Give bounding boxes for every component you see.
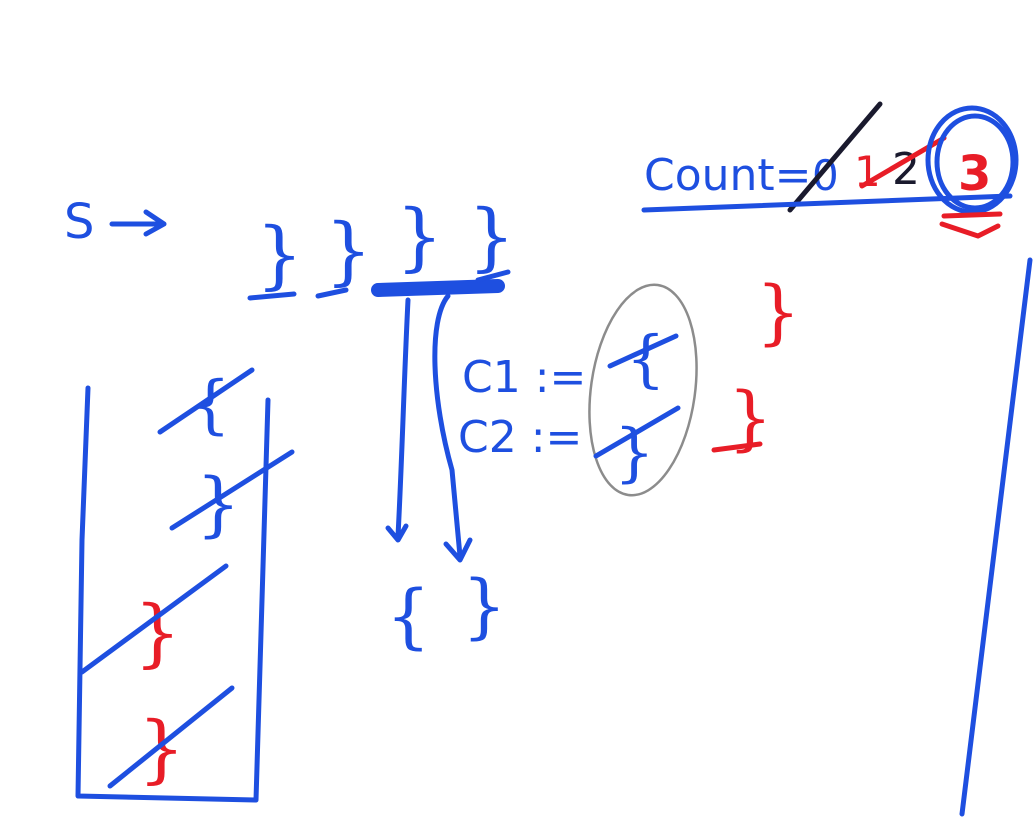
count-value-1: 1 xyxy=(854,147,881,196)
output-brace-left: { xyxy=(386,575,431,657)
input-brace-4: } xyxy=(468,194,515,280)
input-brace-2: } xyxy=(325,208,372,294)
count-final-underline xyxy=(939,211,1003,239)
split-arrows: { } xyxy=(385,293,507,657)
stack-item-2: } xyxy=(196,463,241,545)
c1-red-value: } xyxy=(756,271,801,353)
input-brace-3: } xyxy=(396,194,443,280)
stack-strike-2 xyxy=(169,449,295,531)
underline-1 xyxy=(247,291,297,301)
stack-outline xyxy=(75,385,271,803)
c1-value: { xyxy=(626,322,665,395)
output-brace-right: } xyxy=(462,565,507,647)
right-border-line xyxy=(959,257,1033,817)
stack-item-4: } xyxy=(138,706,185,792)
stack-strike-4 xyxy=(107,685,235,789)
c1-strike xyxy=(607,333,679,369)
split-arrow-left xyxy=(385,297,411,543)
c2-label: C2 := xyxy=(458,412,582,463)
stack: { } } } xyxy=(75,367,295,803)
underline-2 xyxy=(315,287,349,299)
arrow-icon xyxy=(109,209,167,237)
split-arrow-right xyxy=(432,293,473,563)
count-label: Count= xyxy=(644,150,812,201)
underline-thick xyxy=(371,279,505,297)
underline-tail xyxy=(475,269,511,283)
assignments: C1 := C2 := { } } } xyxy=(458,271,801,497)
counter: Count= 0 1 2 3 xyxy=(641,101,1019,239)
input-braces: } } } } xyxy=(247,194,515,301)
stack-strike-3 xyxy=(79,563,229,675)
string-label-group: S xyxy=(64,194,167,250)
c2-strike xyxy=(593,405,681,459)
string-label: S xyxy=(64,194,94,250)
count-final-circle xyxy=(925,105,1019,215)
count-final-value: 3 xyxy=(958,146,991,202)
input-brace-1: } xyxy=(256,212,303,298)
count-strike-0 xyxy=(787,101,883,213)
c1-label: C1 := xyxy=(462,352,586,403)
values-oval xyxy=(588,283,698,497)
stack-strike-1 xyxy=(157,367,255,435)
c2-red-tail xyxy=(711,441,763,453)
count-underline xyxy=(641,193,1013,213)
count-final-circle-2 xyxy=(934,113,1016,211)
